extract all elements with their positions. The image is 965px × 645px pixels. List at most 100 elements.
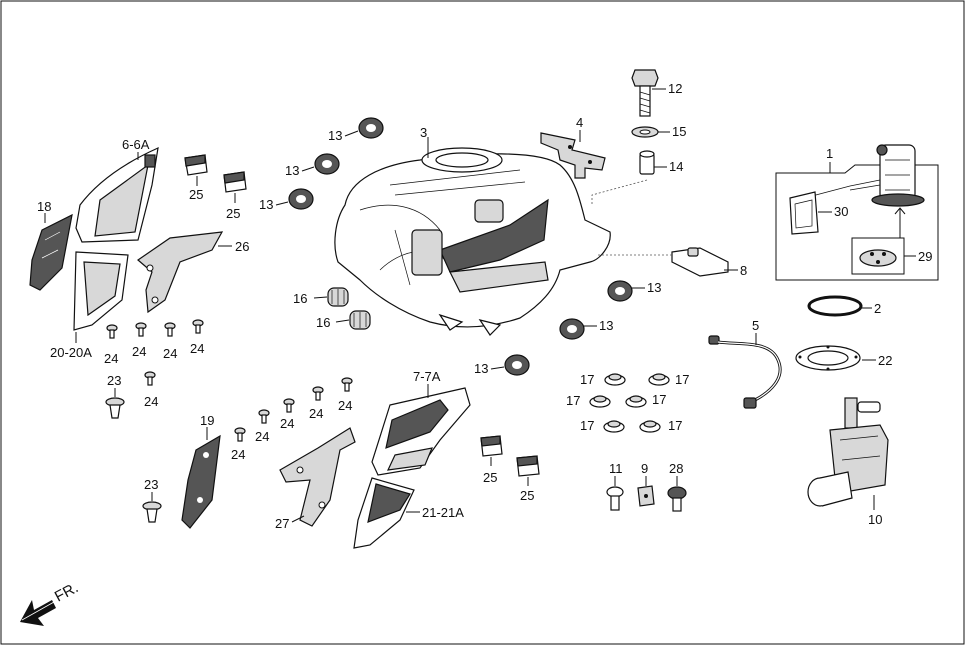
- callout-24: 24: [309, 406, 323, 421]
- callout-22: 22: [878, 353, 892, 368]
- callout-12: 12: [668, 81, 682, 96]
- callout-24: 24: [144, 394, 158, 409]
- callout-24: 24: [231, 447, 245, 462]
- callout-13: 13: [474, 361, 488, 376]
- callout-17: 17: [668, 418, 682, 433]
- callout-17: 17: [652, 392, 666, 407]
- collar-14: [639, 150, 655, 175]
- front-direction-label: FR.: [52, 579, 81, 605]
- fuel-pump-unit: [811, 144, 925, 207]
- callout-13: 13: [285, 163, 299, 178]
- flange-nut: [603, 420, 625, 433]
- screw-11: [606, 486, 624, 511]
- flange-nut: [625, 395, 647, 408]
- callout-16: 16: [293, 291, 307, 306]
- pad-8: [671, 247, 729, 277]
- callout-23: 23: [107, 373, 121, 388]
- screw-24: [106, 324, 118, 339]
- callout-21-21a: 21-21A: [422, 505, 464, 520]
- callout-11: 11: [609, 461, 623, 476]
- push-rivet-23: [105, 397, 125, 419]
- callout-8: 8: [740, 263, 747, 278]
- callout-10: 10: [868, 512, 882, 527]
- rubber-cushion: [358, 117, 384, 139]
- clip-25: [184, 154, 208, 176]
- callout-13: 13: [647, 280, 661, 295]
- screw-24: [234, 427, 246, 442]
- screw-24: [258, 409, 270, 424]
- bolt-28: [667, 486, 687, 512]
- screw-group-24: [106, 319, 204, 386]
- callout-24: 24: [280, 416, 294, 431]
- clip-9: [637, 485, 655, 507]
- flange-nut: [639, 420, 661, 433]
- callout-17: 17: [675, 372, 689, 387]
- callout-18: 18: [37, 199, 51, 214]
- screw-24: [144, 371, 156, 386]
- callout-17: 17: [580, 372, 594, 387]
- screw-24: [164, 322, 176, 337]
- screw-24: [341, 377, 353, 392]
- bracket-4: [540, 132, 606, 179]
- damper-16: [327, 287, 349, 307]
- o-ring-2: [807, 295, 863, 317]
- callout-24: 24: [190, 341, 204, 356]
- bolt-12: [631, 69, 659, 117]
- callout-17: 17: [580, 418, 594, 433]
- screw-24: [135, 322, 147, 337]
- callout-13: 13: [259, 197, 273, 212]
- callout-15: 15: [672, 124, 686, 139]
- callout-24: 24: [338, 398, 352, 413]
- fuel-tank: [334, 147, 611, 336]
- callout-4: 4: [576, 115, 583, 130]
- clip-25: [516, 455, 540, 477]
- clip-25: [480, 435, 503, 457]
- strainer-29: [859, 249, 897, 267]
- rubber-cushion: [504, 354, 530, 376]
- callout-9: 9: [641, 461, 648, 476]
- callout-23: 23: [144, 477, 158, 492]
- damper-16: [349, 310, 371, 330]
- callout-28: 28: [669, 461, 683, 476]
- filter-30: [789, 191, 819, 235]
- rubber-cushion: [607, 280, 633, 302]
- callout-19: 19: [200, 413, 214, 428]
- callout-25: 25: [226, 206, 240, 221]
- callout-7-7a: 7-7A: [413, 369, 441, 384]
- callout-5: 5: [752, 318, 759, 333]
- callout-6-6a: 6-6A: [122, 137, 150, 152]
- callout-25: 25: [520, 488, 534, 503]
- mounting-plate-22: [795, 345, 861, 371]
- rubber-cushion: [559, 318, 585, 340]
- lower-cover-21: [353, 477, 415, 549]
- callout-25: 25: [483, 470, 497, 485]
- cushion-group: [288, 117, 633, 376]
- inner-bracket-19: [181, 434, 221, 529]
- flange-nut: [589, 395, 611, 408]
- flange-nut: [648, 373, 670, 386]
- screw-24: [192, 319, 204, 334]
- screw-24: [283, 398, 295, 413]
- callout-26: 26: [235, 239, 249, 254]
- fuel-hose-5: [708, 335, 782, 409]
- callout-20-20a: 20-20A: [50, 345, 92, 360]
- fuel-pump-10: [807, 397, 889, 507]
- clip-25: [223, 171, 247, 193]
- washer-15: [631, 126, 659, 138]
- side-cover-7: [371, 387, 471, 476]
- callout-1: 1: [826, 146, 833, 161]
- bracket-27: [279, 427, 356, 527]
- flange-nut: [604, 373, 626, 386]
- callout-27: 27: [275, 516, 289, 531]
- callout-13: 13: [328, 128, 342, 143]
- callout-3: 3: [420, 125, 427, 140]
- callout-24: 24: [163, 346, 177, 361]
- callout-17: 17: [566, 393, 580, 408]
- callout-14: 14: [669, 159, 683, 174]
- side-cover-18: [29, 213, 73, 291]
- bracket-26: [137, 231, 224, 314]
- callout-24: 24: [104, 351, 118, 366]
- side-cover-6: [75, 146, 159, 243]
